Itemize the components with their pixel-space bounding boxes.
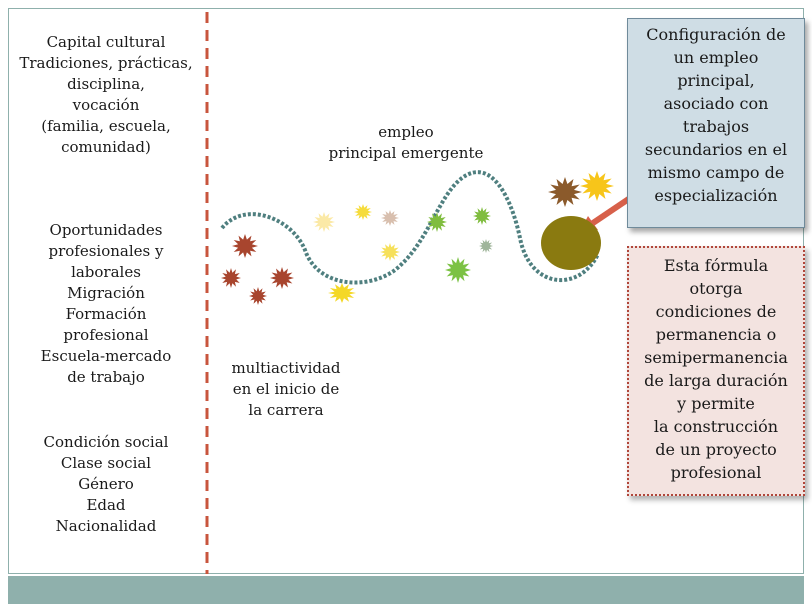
- left-text-line: profesionales y: [48, 242, 164, 260]
- starburst-shape: [328, 283, 356, 303]
- multiactivity-label: multiactividad en el inicio de la carrer…: [218, 358, 354, 421]
- left-text-line: Nacionalidad: [55, 517, 157, 535]
- box-line: un empleo: [673, 48, 759, 67]
- starburst-shape: [313, 212, 335, 232]
- left-text-line: laborales: [71, 263, 141, 281]
- cultural-capital-block: Capital cultural Tradiciones, prácticas,…: [12, 32, 200, 158]
- box-line: especialización: [654, 186, 778, 205]
- starburst-shape: [381, 210, 399, 226]
- starburst-shape: [445, 257, 471, 283]
- starburst-shape: [270, 267, 294, 289]
- starburst-shape: [232, 234, 258, 258]
- left-text-line: Tradiciones, prácticas,: [19, 54, 193, 72]
- box-line: condiciones de: [655, 302, 777, 321]
- left-text-line: Género: [78, 475, 134, 493]
- starburst-shape: [479, 239, 493, 253]
- box-line: profesional: [670, 463, 762, 482]
- left-text-line: profesional: [63, 326, 149, 344]
- left-text-line: vocación: [72, 96, 140, 114]
- starburst-shape: [473, 207, 491, 225]
- emerging-employment-label: empleo principal emergente: [306, 122, 506, 164]
- label-line: en el inicio de: [232, 380, 340, 398]
- footer-bar: [8, 576, 804, 604]
- box-line: principal,: [677, 71, 755, 90]
- box-line: de larga duración: [644, 371, 788, 390]
- starburst-shape: [249, 287, 267, 305]
- left-text-line: Clase social: [60, 454, 152, 472]
- box-line: mismo campo de: [647, 163, 785, 182]
- box-line: la construcción: [653, 417, 779, 436]
- box-line: Esta fórmula otorga: [663, 256, 769, 298]
- left-text-line: disciplina,: [67, 75, 145, 93]
- left-text-line: Migración: [67, 284, 145, 302]
- left-text-line: Oportunidades: [49, 221, 163, 239]
- left-text-line: comunidad): [61, 138, 151, 156]
- social-condition-block: Condición social Clase social Género Eda…: [12, 432, 200, 537]
- left-text-line: Condición social: [43, 433, 169, 451]
- activity-stars: [221, 171, 614, 305]
- left-text-line: Formación: [65, 305, 147, 323]
- left-text-line: Capital cultural: [46, 33, 166, 51]
- left-text-line: de trabajo: [67, 368, 145, 386]
- configuration-box: Configuración de un empleo principal, as…: [627, 18, 805, 228]
- box-line: y permite: [677, 394, 755, 413]
- label-line: multiactividad: [231, 359, 341, 377]
- starburst-shape: [580, 171, 614, 201]
- left-text-line: Escuela-mercado: [40, 347, 172, 365]
- label-line: la carrera: [248, 401, 324, 419]
- formula-box: Esta fórmula otorga condiciones de perma…: [627, 246, 805, 496]
- main-employment-circle: [541, 216, 601, 270]
- box-line: de un proyecto: [655, 440, 777, 459]
- box-line: semipermanencia: [644, 348, 788, 367]
- starburst-shape: [380, 243, 400, 261]
- label-line: empleo: [378, 123, 434, 141]
- starburst-shape: [354, 204, 372, 220]
- left-text-line: (familia, escuela,: [41, 117, 171, 135]
- starburst-shape: [427, 212, 447, 232]
- label-line: principal emergente: [328, 144, 484, 162]
- box-line: secundarios en el: [644, 140, 788, 159]
- opportunities-block: Oportunidades profesionales y laborales …: [12, 220, 200, 388]
- left-text-line: Edad: [86, 496, 126, 514]
- starburst-shape: [221, 268, 241, 288]
- box-line: asociado con: [663, 94, 769, 113]
- box-line: trabajos: [682, 117, 750, 136]
- box-line: permanencia o: [655, 325, 777, 344]
- starburst-shape: [548, 177, 582, 207]
- career-path: [220, 170, 600, 285]
- box-line: Configuración de: [646, 25, 786, 44]
